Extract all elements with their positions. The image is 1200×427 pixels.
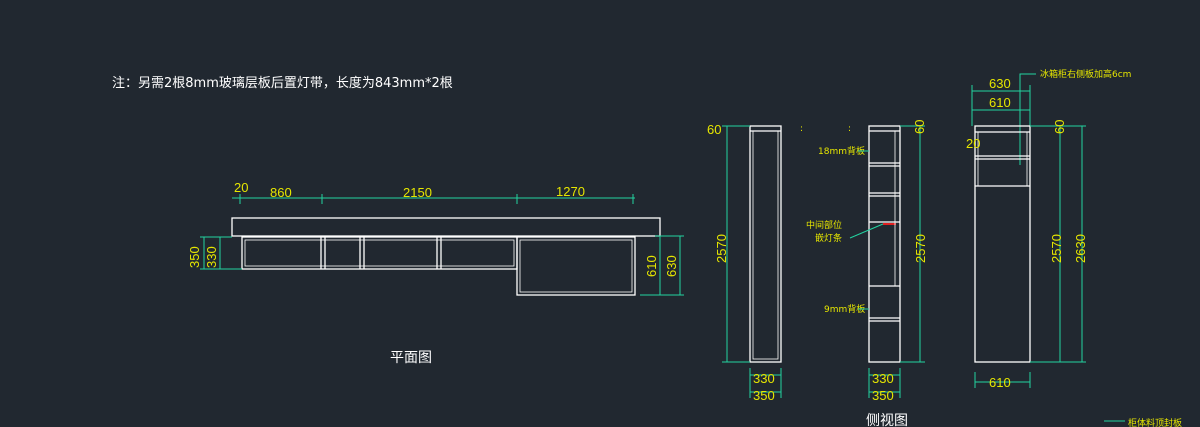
ann-top-cover: 柜体料顶封板 xyxy=(1128,417,1182,427)
plan-view: 20 860 2150 1270 350 330 610 630 平面图 xyxy=(187,180,684,366)
side-view-middle: 18mm背板 中间部位 嵌灯条 9mm背板 60 2570 330 350 侧视… xyxy=(806,120,928,427)
fridge-dim-610: 610 xyxy=(989,95,1011,110)
side-caption: 侧视图 xyxy=(866,413,908,427)
side2-dim-330: 330 xyxy=(872,371,894,386)
plan-top-board xyxy=(231,217,661,237)
plan-fridge-block xyxy=(516,236,636,296)
plan-dim-630: 630 xyxy=(664,255,679,277)
ann-back-18mm: 18mm背板 xyxy=(818,145,865,157)
side-dim-2570: 2570 xyxy=(714,234,729,263)
plan-dim-330: 330 xyxy=(204,246,219,268)
ann-back-9mm: 9mm背板 xyxy=(824,303,865,315)
fridge-view: 630 610 冰箱柜右侧板加高6cm 20 60 2570 2630 610 … xyxy=(966,68,1182,427)
plan-caption: 平面图 xyxy=(390,350,432,366)
side2-dim-60: 60 xyxy=(912,120,927,134)
svg-text::: : xyxy=(800,124,803,134)
fridge-dim-630: 630 xyxy=(989,76,1011,91)
ann-middle-1: 中间部位 xyxy=(806,219,842,231)
plan-dim-350: 350 xyxy=(187,246,202,268)
fridge-dim-20: 20 xyxy=(966,136,980,151)
fridge-dim-2570: 2570 xyxy=(1049,234,1064,263)
plan-dim-20: 20 xyxy=(234,180,248,195)
fridge-dim-2630: 2630 xyxy=(1073,234,1088,263)
plan-dim-860: 860 xyxy=(270,185,292,200)
svg-text::: : xyxy=(848,124,851,134)
fridge-dim-60: 60 xyxy=(1052,120,1067,134)
side2-dim-2570: 2570 xyxy=(913,234,928,263)
side-view-left: 60 2570 330 350 xyxy=(707,122,782,403)
side-dim-330-a: 330 xyxy=(753,371,775,386)
ann-middle-2: 嵌灯条 xyxy=(815,232,842,244)
drawing-note: 注：另需2根8mm玻璃层板后置灯带，长度为843mm*2根 xyxy=(112,75,453,91)
side-dim-60: 60 xyxy=(707,122,721,137)
plan-dim-1270: 1270 xyxy=(556,184,585,199)
plan-dim-2150: 2150 xyxy=(403,185,432,200)
plan-low-cabinets xyxy=(241,236,518,270)
fridge-dim-610-bottom: 610 xyxy=(989,375,1011,390)
plan-dim-610: 610 xyxy=(644,255,659,277)
ann-fridge-side: 冰箱柜右侧板加高6cm xyxy=(1040,68,1131,80)
side-dim-350-a: 350 xyxy=(753,388,775,403)
side2-dim-350: 350 xyxy=(872,388,894,403)
